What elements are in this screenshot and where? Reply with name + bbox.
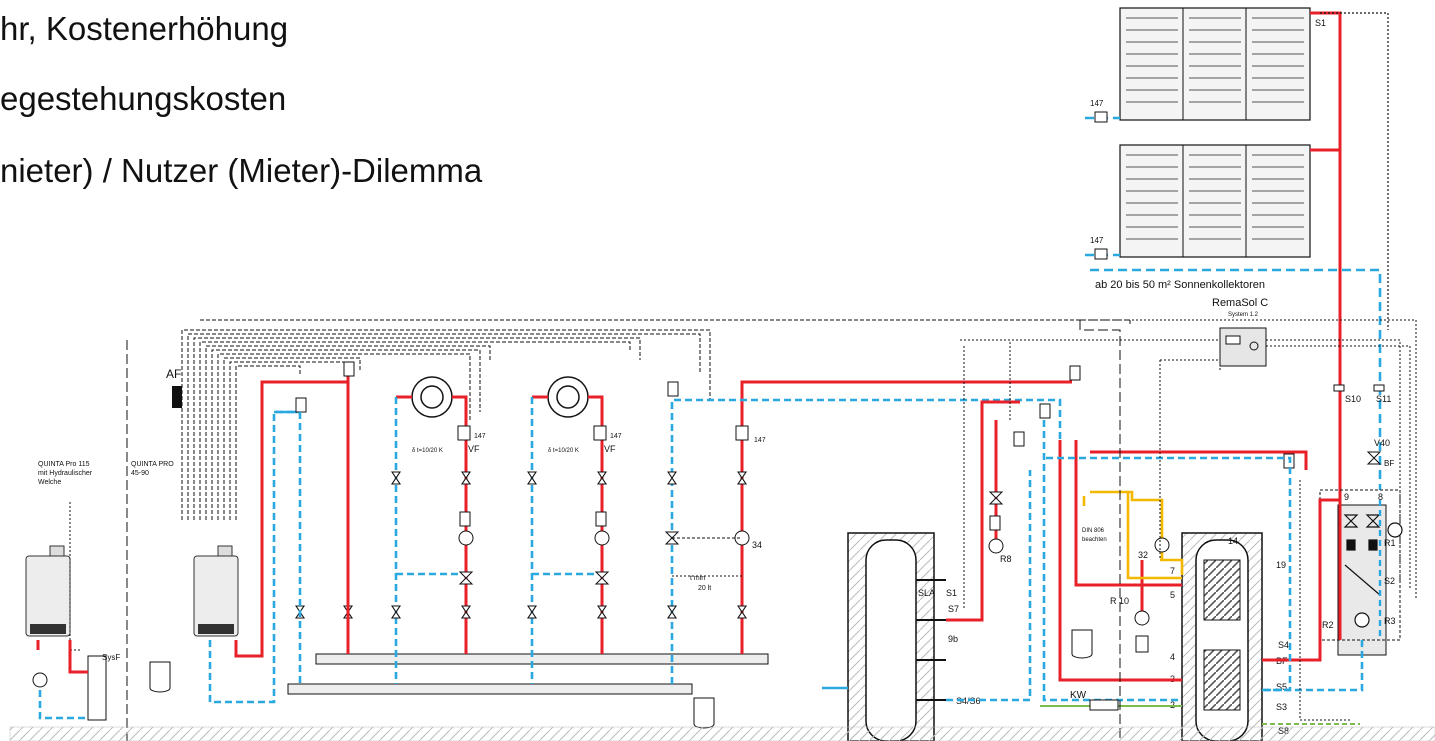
kw-label: KW — [1070, 690, 1087, 701]
solar-collector-array-lower — [1119, 144, 1311, 258]
controller-name: RemaSol C — [1212, 297, 1268, 309]
tag-9-station: 9 — [1344, 492, 1349, 502]
tag-147-hc2: 147 — [610, 433, 622, 440]
solar-collector-array-upper — [1119, 7, 1311, 121]
heating-circuit-2 — [530, 376, 610, 684]
tag-sysf: SysF — [102, 653, 120, 662]
solar-hot-line — [1310, 11, 1342, 500]
tag-r1: R1 — [1384, 538, 1396, 548]
tag-34: 34 — [752, 540, 762, 550]
tag-147-hc1: 147 — [474, 433, 486, 440]
boiler-quinta-pro-45-90 — [193, 545, 239, 637]
tag-s5: S5 — [1276, 682, 1287, 692]
tag-8-station: 8 — [1378, 492, 1383, 502]
manifold-flow — [315, 653, 769, 665]
tag-19: 19 — [1276, 560, 1286, 570]
circuit1-temp: δ t=10/20 K — [412, 448, 443, 454]
tag-147-lower: 147 — [1090, 236, 1104, 245]
controller-system: System 1.2 — [1228, 312, 1259, 318]
boiler1-label-line2: mit Hydraulischer — [38, 470, 93, 477]
boiler1-label-line3: Welche — [38, 479, 61, 486]
control-cables — [181, 319, 1131, 520]
tag-4: 4 — [1170, 652, 1175, 662]
dhw-tank — [1181, 532, 1263, 741]
tag-s7: S7 — [948, 604, 959, 614]
slide-bullet-3: nieter) / Nutzer (Mieter)-Dilemma — [0, 152, 483, 189]
tmin-line1: t min — [690, 575, 705, 582]
tag-r10: R 10 — [1110, 596, 1129, 606]
boiler-quinta-pro-115 — [25, 545, 71, 637]
tmin-line2: 20 lt — [698, 585, 711, 592]
tag-s2: S2 — [1384, 576, 1395, 586]
tag-147-upper: 147 — [1090, 99, 1104, 108]
tag-sla: SLA — [918, 588, 935, 598]
tag-s10: S10 — [1345, 394, 1361, 404]
boiler2-label-line2: 45-90 — [131, 470, 149, 477]
din-note-line2: beachten — [1082, 537, 1107, 543]
tag-r8: R8 — [1000, 554, 1012, 564]
tag-32: 32 — [1138, 550, 1148, 560]
tag-5: 5 — [1170, 590, 1175, 600]
tag-9b: 9b — [948, 634, 958, 644]
boiler2-label-line1: QUINTA PRO — [131, 461, 174, 468]
tag-147-charge: 147 — [754, 437, 766, 444]
solar-controller — [1219, 327, 1267, 367]
tag-s3: S3 — [1276, 702, 1287, 712]
storage-charge-circuit — [664, 380, 1072, 684]
tag-7: 7 — [1170, 566, 1175, 576]
din-note-line1: DIN 806 — [1082, 528, 1105, 534]
buffer-tank — [847, 532, 946, 741]
tag-bf-top: BF — [1384, 459, 1394, 468]
slide-bullet-1: hr, Kostenerhöhung — [0, 10, 289, 47]
tag-s4: S4 — [1278, 640, 1289, 650]
tag-14: 14 — [1228, 536, 1238, 546]
tag-vf-hc2: VF — [604, 444, 616, 454]
outdoor-sensor-label: AF — [166, 367, 181, 381]
tag-s11: S11 — [1376, 394, 1391, 404]
hydraulic-separator — [87, 655, 107, 721]
dhw-line — [1082, 490, 1184, 580]
tag-vf-hc1: VF — [468, 444, 480, 454]
manifold-return — [287, 683, 693, 695]
tag-s1-buffer: S1 — [946, 588, 957, 598]
solar-station — [1319, 489, 1403, 656]
outdoor-sensor — [172, 386, 182, 408]
tag-v40: V40 — [1374, 438, 1390, 448]
tag-r3: R3 — [1384, 616, 1396, 626]
tag-r2: R2 — [1322, 620, 1334, 630]
slide-bullet-2: egestehungskosten — [0, 80, 287, 117]
tag-s1: S1 — [1315, 18, 1326, 28]
circuit2-temp: δ t=10/20 K — [548, 448, 579, 454]
collector-area-label: ab 20 bis 50 m² Sonnenkollektoren — [1095, 279, 1265, 291]
heating-circuit-1 — [394, 376, 474, 684]
boiler1-label-line1: QUINTA Pro 115 — [38, 461, 90, 468]
